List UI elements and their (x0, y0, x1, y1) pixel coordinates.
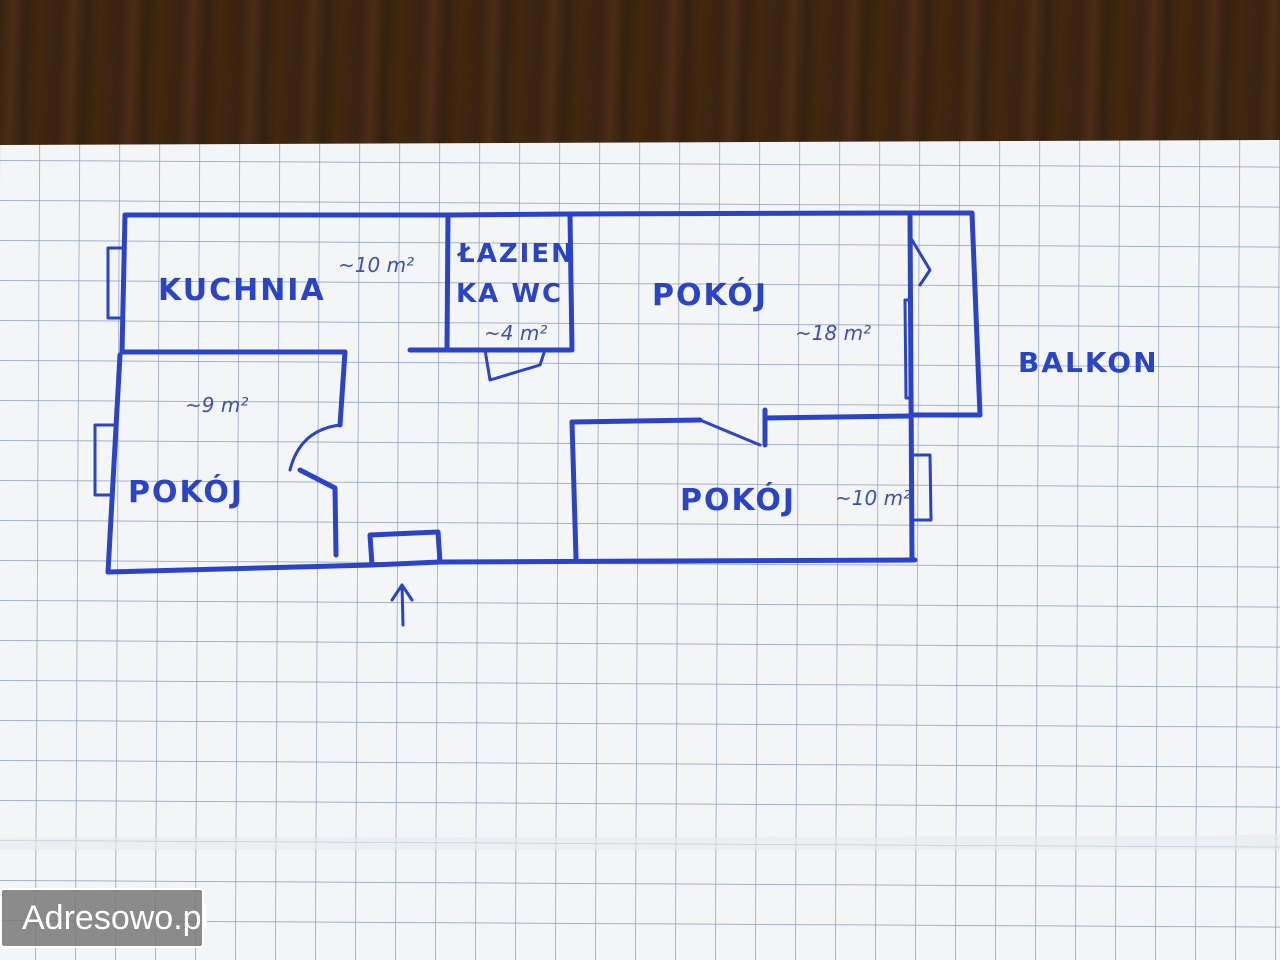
room-big-area: ~18 m² (795, 321, 871, 345)
room-left-label: POKÓJ (128, 473, 244, 510)
bathroom-label-line2: KA WC (456, 279, 563, 309)
graph-paper-sheet (0, 140, 1280, 960)
room-small-area: ~10 m² (835, 486, 911, 510)
bathroom-label-line1: ŁAZIEN (456, 239, 575, 269)
room-left-area: ~9 m² (185, 393, 248, 417)
bathroom-area: ~4 m² (484, 321, 547, 345)
kitchen-label: KUCHNIA (158, 273, 326, 308)
room-big-label: POKÓJ (652, 276, 768, 313)
paper-strip-edge (0, 834, 1280, 850)
balcony-label: BALKON (1018, 346, 1159, 379)
kitchen-area: ~10 m² (338, 253, 414, 277)
adresowo-watermark: Adresowo.pl (0, 888, 209, 948)
room-small-label: POKÓJ (680, 481, 796, 518)
walls (93, 210, 983, 627)
